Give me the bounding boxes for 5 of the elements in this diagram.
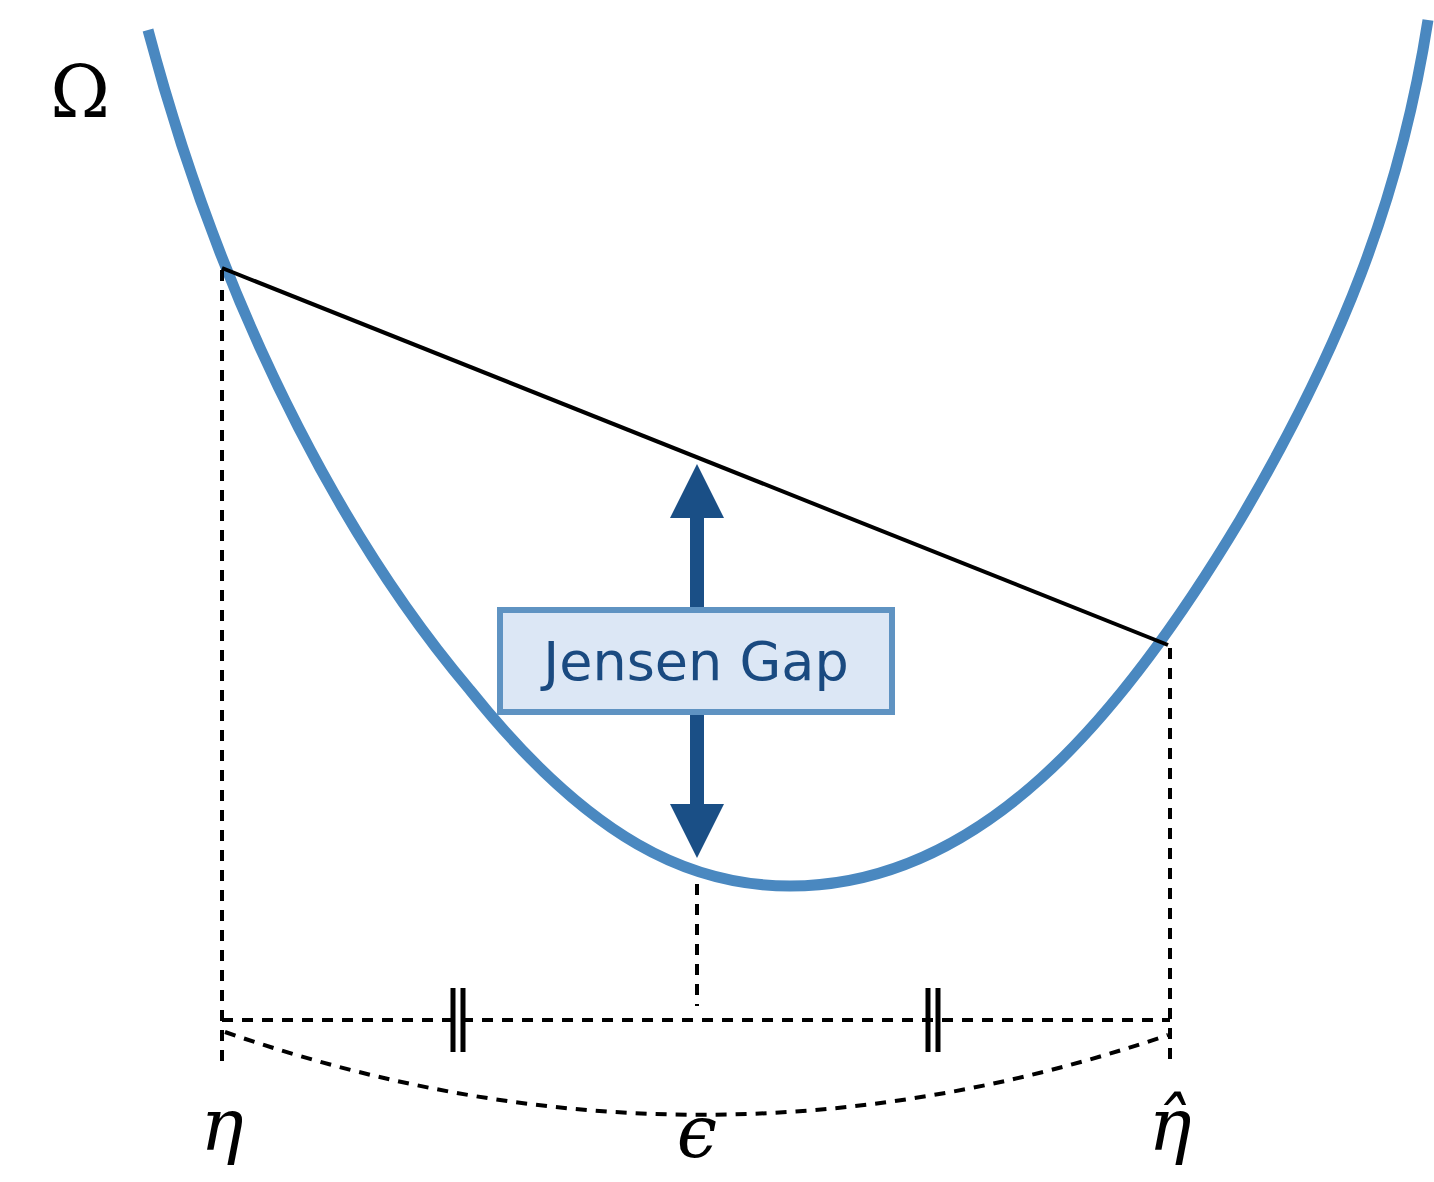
point-label: η [199, 1082, 245, 1169]
point-label: η̂ [1147, 1082, 1193, 1169]
gap-label: Jensen Gap [497, 607, 895, 715]
distance-label: ϵ [675, 1089, 719, 1176]
axis-label: Ω [49, 49, 111, 136]
